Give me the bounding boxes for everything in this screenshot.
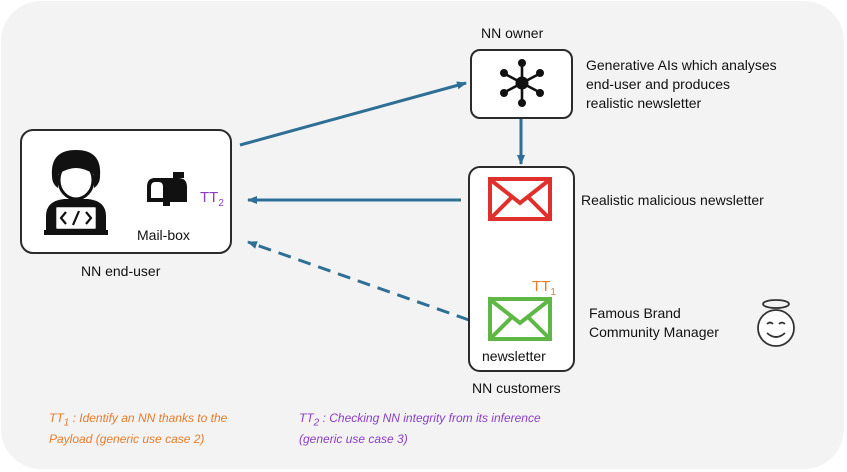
customers-box: TT1 newsletter [468, 166, 575, 372]
legend-tt2-line1: TT2 : Checking NN integrity from its inf… [299, 410, 541, 431]
mailbox-label: Mail-box [137, 227, 190, 243]
tt2-marker-sub: 2 [218, 198, 224, 209]
owner-description-line: Generative AIs which analyses [586, 57, 777, 73]
tt2-marker: TT2 [200, 189, 224, 209]
brand-line: Famous Brand [589, 305, 681, 321]
tt1-marker-sub: 1 [550, 287, 556, 298]
legend-tt1-line1: TT1 : Identify an NN thanks to the [49, 410, 227, 431]
customers-title: NN customers [472, 380, 561, 396]
malicious-envelope-icon [488, 177, 552, 221]
owner-description: Generative AIs which analyses end-user a… [586, 56, 777, 113]
tt1-marker: TT1 [532, 278, 556, 298]
legend-tt2: TT2 : Checking NN integrity from its inf… [299, 410, 541, 448]
owner-box [470, 49, 573, 119]
legend-tt2-line2: (generic use case 3) [299, 432, 408, 447]
legend-tt1-text: : Identify an NN thanks to the [69, 411, 228, 425]
legit-caption: newsletter [482, 348, 546, 364]
brand-line: Community Manager [589, 324, 719, 340]
legend-tt2-base: TT [299, 411, 314, 425]
mailbox-icon [147, 172, 187, 206]
tt2-marker-base: TT [200, 189, 219, 206]
tt1-marker-base: TT [532, 278, 551, 295]
owner-description-line: end-user and produces [586, 76, 730, 92]
developer-laptop-icon [44, 150, 108, 235]
legend-tt2-sub: 2 [313, 417, 320, 429]
legend-tt2-text: : Checking NN integrity from its inferen… [319, 411, 541, 425]
brand-label: Famous Brand Community Manager [589, 304, 719, 342]
malicious-label: Realistic malicious newsletter [581, 192, 764, 208]
end-user-title: NN end-user [81, 263, 161, 279]
legend-tt1-sub: 1 [63, 417, 70, 429]
arrow-legit-to-user [247, 240, 470, 322]
network-hub-icon [500, 59, 544, 107]
owner-description-line: realistic newsletter [586, 95, 702, 111]
end-user-box: TT2 Mail-box [20, 129, 232, 254]
legit-envelope-icon [488, 297, 552, 341]
legend-tt1-line2: Payload (generic use case 2) [49, 432, 205, 447]
arrow-user-to-owner [239, 81, 467, 147]
angel-smiley-icon [757, 299, 795, 347]
legend-tt1: TT1 : Identify an NN thanks to the Paylo… [49, 410, 227, 448]
legend-tt1-base: TT [49, 411, 64, 425]
owner-title: NN owner [481, 25, 544, 41]
